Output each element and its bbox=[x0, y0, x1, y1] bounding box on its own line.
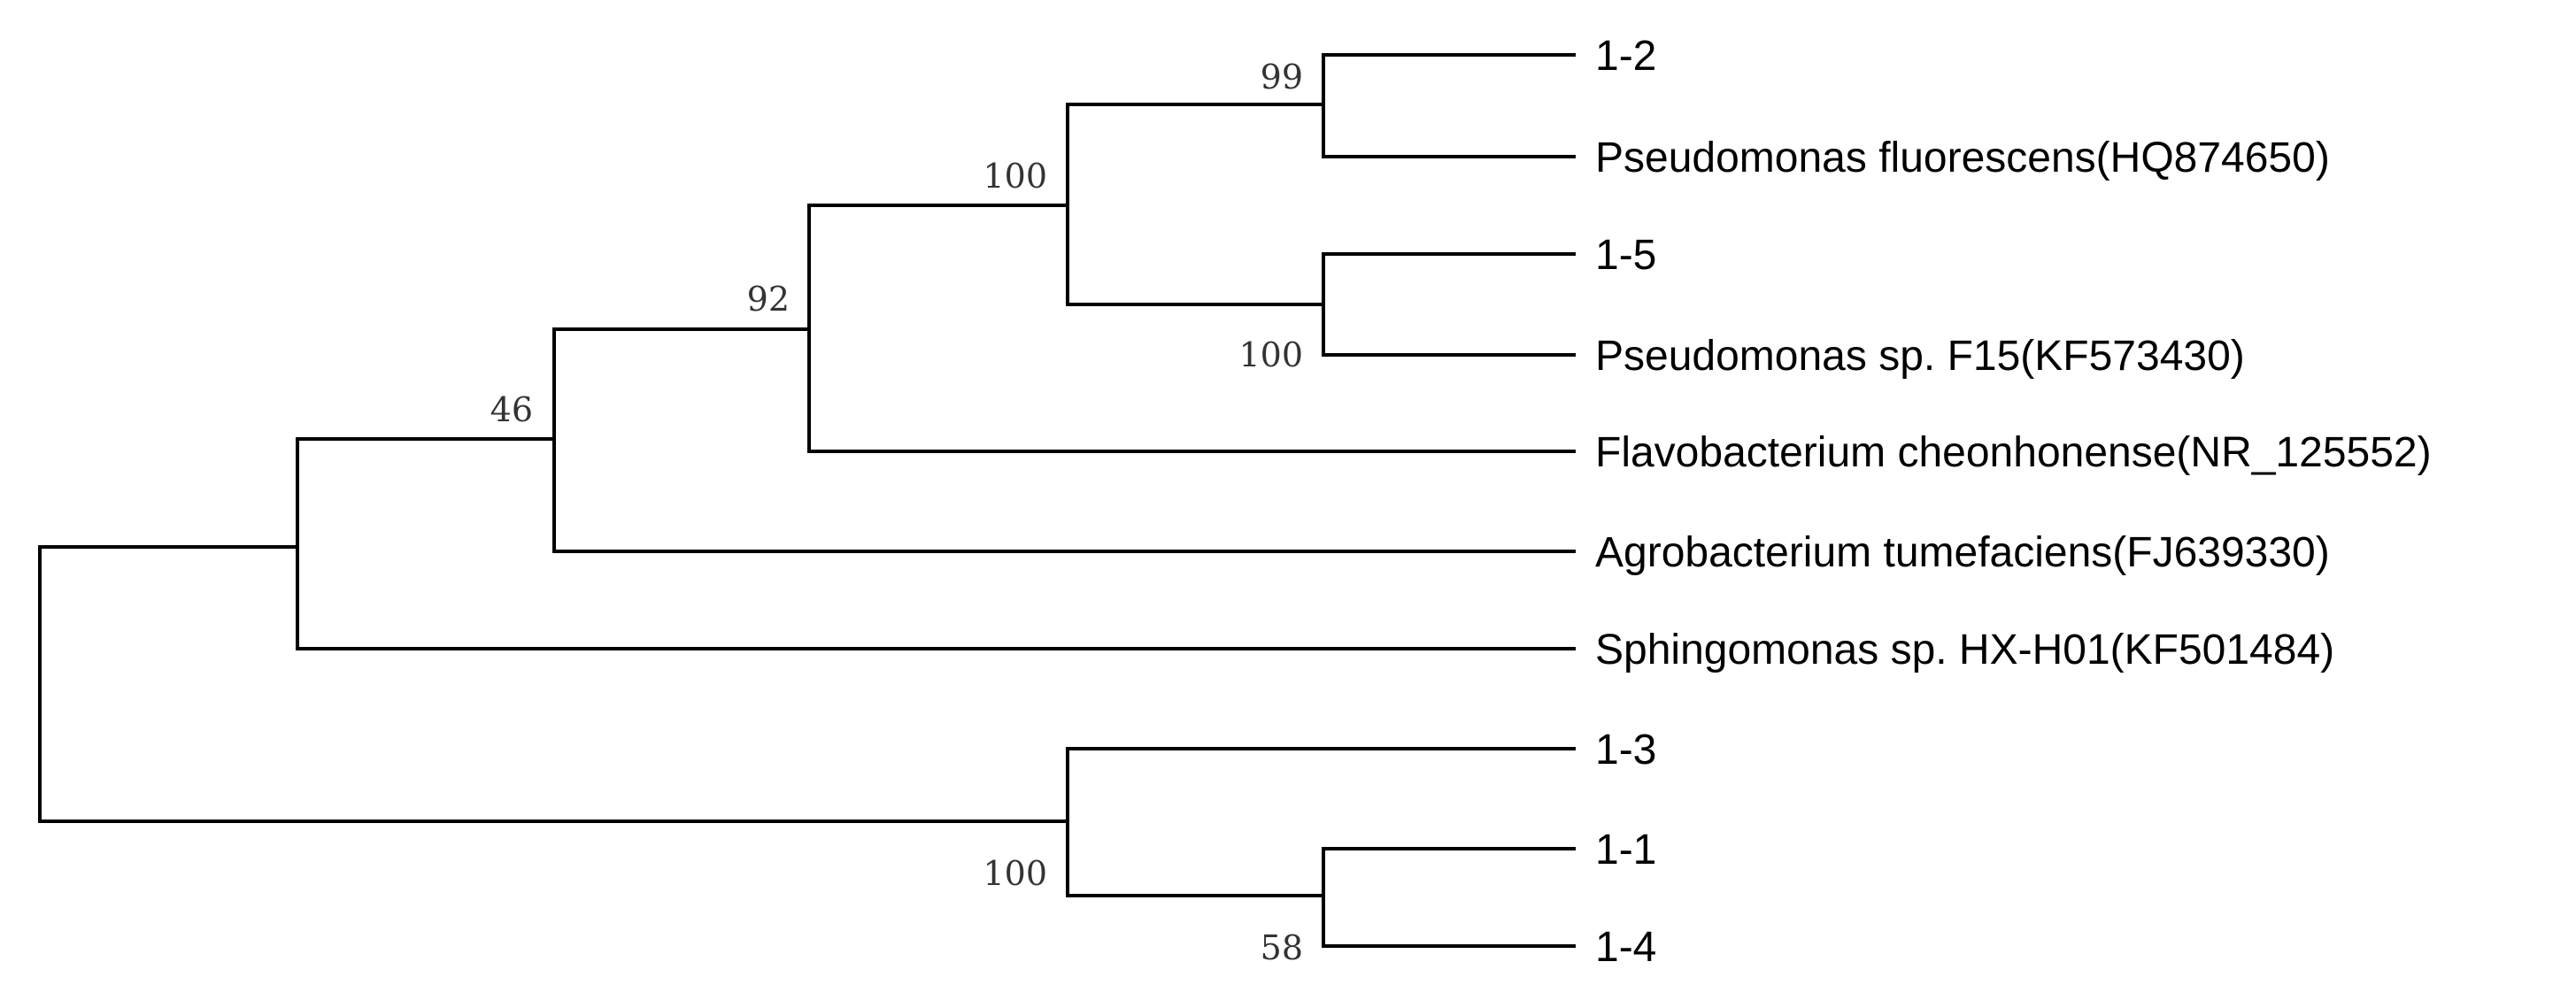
bootstrap-value: 92 bbox=[747, 280, 790, 319]
taxon-label: Pseudomonas sp. F15(KF573430) bbox=[1595, 333, 2245, 380]
taxon-label: 1-3 bbox=[1595, 727, 1656, 773]
bootstrap-value: 100 bbox=[983, 854, 1047, 893]
taxon-label: Sphingomonas sp. HX-H01(KF501484) bbox=[1595, 627, 2334, 673]
taxon-label: 1-4 bbox=[1595, 924, 1656, 971]
taxon-label: Pseudomonas fluorescens(HQ874650) bbox=[1595, 135, 2330, 181]
bootstrap-value: 100 bbox=[1238, 335, 1303, 374]
bootstrap-value: 58 bbox=[1261, 928, 1303, 967]
bootstrap-value: 100 bbox=[983, 157, 1047, 196]
taxon-label: 1-2 bbox=[1595, 33, 1656, 80]
taxon-label: Agrobacterium tumefaciens(FJ639330) bbox=[1595, 529, 2330, 576]
taxon-label: Flavobacterium cheonhonense(NR_125552) bbox=[1595, 429, 2432, 476]
bootstrap-value: 46 bbox=[490, 390, 533, 429]
taxon-label: 1-1 bbox=[1595, 827, 1656, 873]
taxon-label: 1-5 bbox=[1595, 232, 1656, 279]
bootstrap-value: 99 bbox=[1261, 58, 1303, 96]
